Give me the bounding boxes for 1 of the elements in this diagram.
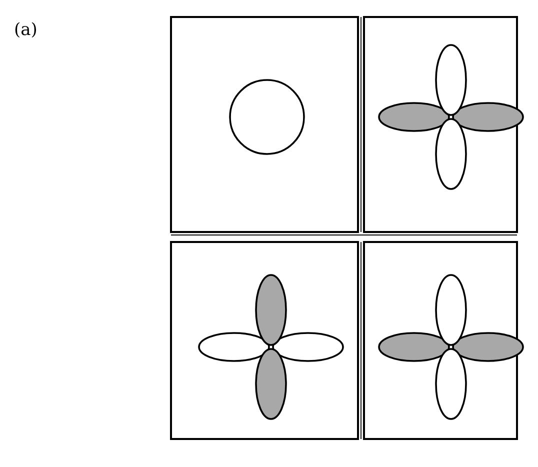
panel-label: (a) xyxy=(14,20,38,40)
